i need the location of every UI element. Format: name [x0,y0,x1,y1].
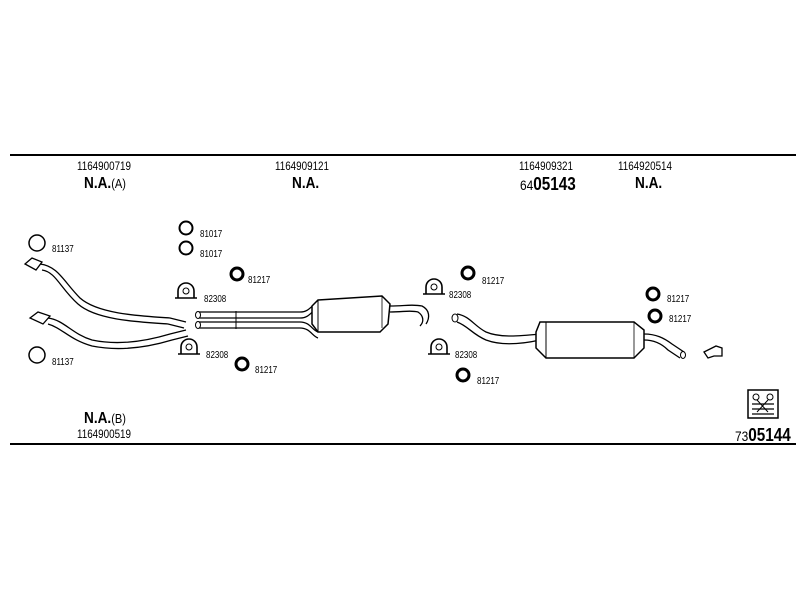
middle-outlet-pipe [389,304,430,325]
tailpipe-tip [703,345,723,359]
gasket-icon [28,234,46,252]
muffler-icon [311,295,391,333]
part-number-tail: 1164920514 [618,159,673,173]
hanger-icon [234,356,250,372]
tailpipe-icon [643,333,686,359]
label-81017-a: 81017 [200,229,223,240]
label-81137-top: 81137 [52,244,74,255]
rear-code: 6405143 [520,174,576,195]
middle-pipe [195,301,319,339]
hanger-icon [229,266,245,282]
clamp-icon [175,282,197,299]
status-middle: N.A. [292,175,320,192]
status-front-b: N.A.(B) [84,410,126,428]
diagram-code-prefix: 73 [735,428,749,444]
status-tail: N.A. [635,175,663,192]
clamp-icon [423,278,445,295]
clamp-icon [428,338,450,355]
middle-outlet-pipe [389,310,424,327]
front-pipe-a [23,257,187,329]
diagram-code-main: 05144 [748,425,791,445]
vehicle-info-icon [747,389,779,419]
clamp-icon [178,338,200,355]
status-front-a: N.A.(A) [84,175,126,193]
part-number-rear: 1164909321 [519,159,574,173]
label-81217-mid-bottom: 81217 [255,365,278,376]
label-82308-rear-top: 82308 [449,290,472,301]
status-text: N.A. [84,410,112,427]
hanger-icon [460,265,476,281]
muffler-icon [535,321,645,359]
label-82308-mid-top: 82308 [204,294,227,305]
status-text: N.A. [84,175,112,192]
rear-pipe [451,313,541,345]
rubber-ring-icon [178,240,194,256]
front-pipe-b [28,311,189,350]
top-rule [10,154,796,156]
rear-code-prefix: 64 [520,177,534,193]
hanger-icon [647,308,663,324]
label-81217-tail-b: 81217 [669,314,692,325]
label-82308-rear-bottom: 82308 [455,350,478,361]
label-81217-rear-bottom: 81217 [477,376,500,387]
rubber-ring-icon [178,220,194,236]
label-82308-mid-bottom: 82308 [206,350,229,361]
label-81217-mid: 81217 [248,275,271,286]
rear-code-main: 05143 [533,174,576,194]
bottom-rule [10,443,796,445]
hanger-icon [645,286,661,302]
status-suffix: (B) [111,411,126,426]
label-81217-rear-top: 81217 [482,276,505,287]
label-81217-tail-a: 81217 [667,294,690,305]
part-number-front-a: 1164900719 [77,159,132,173]
gasket-icon [28,346,46,364]
part-number-middle: 1164909121 [275,159,330,173]
label-81137-bottom: 81137 [52,357,74,368]
label-81017-b: 81017 [200,249,223,260]
diagram-code: 7305144 [735,425,791,446]
part-number-front-b: 1164900519 [77,427,132,441]
status-suffix: (A) [111,176,126,191]
hanger-icon [455,367,471,383]
